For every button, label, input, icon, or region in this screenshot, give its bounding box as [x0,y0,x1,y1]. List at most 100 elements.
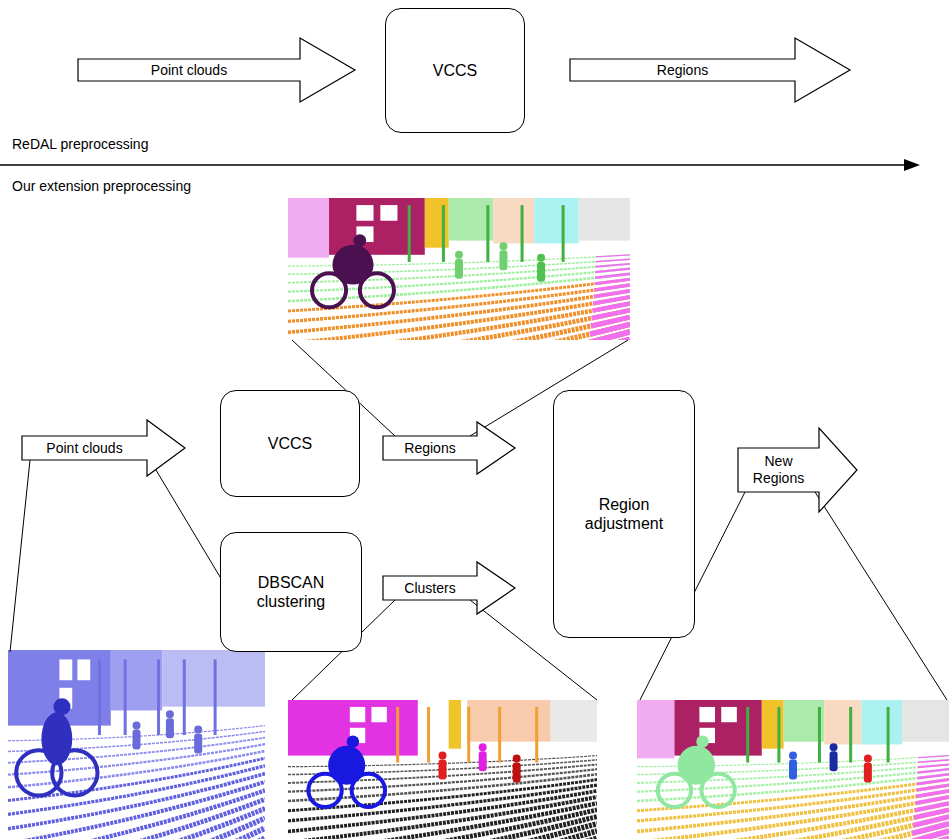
arrow-label: Regions [654,62,711,79]
person-head [455,251,463,259]
scan-ring [288,824,597,839]
window-gap [380,205,397,221]
person-body [513,762,521,782]
person-head [133,722,141,730]
person-body [499,250,507,270]
window-gap [59,659,72,680]
cyclist-head [353,234,366,247]
scan-ring-right [288,339,630,340]
person-body [830,751,838,771]
arrow-label: New Regions [742,453,815,487]
window-gap [699,707,715,722]
pole-points [396,707,399,763]
cyclist-body [328,746,365,785]
point-cloud-image [637,700,949,839]
box-label: Region adjustment [564,495,684,533]
building-points [449,700,461,749]
window-gap [721,707,737,722]
block-arrow: Point clouds [22,420,185,476]
building-points [579,198,630,241]
scan-ring [637,838,949,839]
scan-ring-right [637,838,949,839]
point-cloud-image [288,198,630,340]
person-body [194,733,202,753]
scan-ring [8,818,265,839]
process-box: VCCS [220,390,360,497]
pole-points [849,707,852,763]
building-points [534,198,578,243]
arrow-body: Regions [383,436,477,460]
arrow-body: Point clouds [22,436,147,460]
arrow-shape [570,38,850,102]
image-ground [8,650,265,839]
pole-points [887,707,890,763]
building-points [8,650,111,726]
person-head [789,752,797,760]
scan-ring [637,831,949,839]
building-points [111,650,162,710]
window-gap [356,205,373,221]
pole-points [98,659,101,735]
arrow-shape [738,428,857,512]
arrow-body: Regions [570,59,795,81]
scan-ring-right [288,324,630,340]
arrow-body: New Regions [738,448,819,492]
scan-ring [288,838,597,839]
arrow-label: Point clouds [148,62,230,79]
timeline-arrowhead [904,159,920,171]
scan-ring-right [637,831,949,839]
building-points [862,700,903,744]
cyclist-body [332,245,373,285]
scan-ring [288,339,630,340]
window-gap [371,707,386,722]
person-head [166,710,174,718]
building-points [637,700,674,758]
block-arrow: Regions [383,422,515,474]
cyclist-head [347,735,360,748]
scan-ring [8,828,265,839]
person-body [537,262,545,282]
person-head [537,254,545,262]
scan-ring [8,809,265,839]
pole-points [535,707,538,763]
block-arrow: Point clouds [78,38,355,102]
person-head [513,754,521,762]
point-cloud-image [8,650,265,839]
box-label: DBSCAN clustering [231,573,351,611]
pole-points [498,707,501,763]
box-label: VCCS [433,61,477,80]
pole-points [408,205,411,262]
arrow-body: Point clouds [78,59,300,81]
process-box: Region adjustment [553,390,695,638]
scan-ring [637,824,949,839]
process-box: VCCS [385,8,525,133]
building-points [902,700,949,742]
block-arrow: New Regions [738,428,857,512]
scan-ring [8,799,265,839]
pole-points [427,707,430,763]
pole-points [818,707,821,763]
scan-ring [8,838,265,839]
arrow-label: Clusters [401,580,458,597]
person-head [864,754,872,762]
pole-points [214,659,217,735]
pole-points [467,707,470,763]
person-body [455,259,463,279]
arrow-shape [383,422,515,474]
person-head [194,725,202,733]
pole-points [183,659,186,735]
person-body [864,762,872,782]
block-arrow: Clusters [383,562,515,614]
scan-ring [288,332,630,340]
cyclist-body [41,712,72,765]
arrow-body: Clusters [383,576,477,600]
person-head [479,743,487,751]
person-body [479,751,487,771]
scan-ring [8,782,265,839]
window-gap [350,707,365,722]
pole-points [746,707,749,763]
window-gap [77,659,90,680]
building-points [493,198,534,243]
person-body [133,730,141,750]
